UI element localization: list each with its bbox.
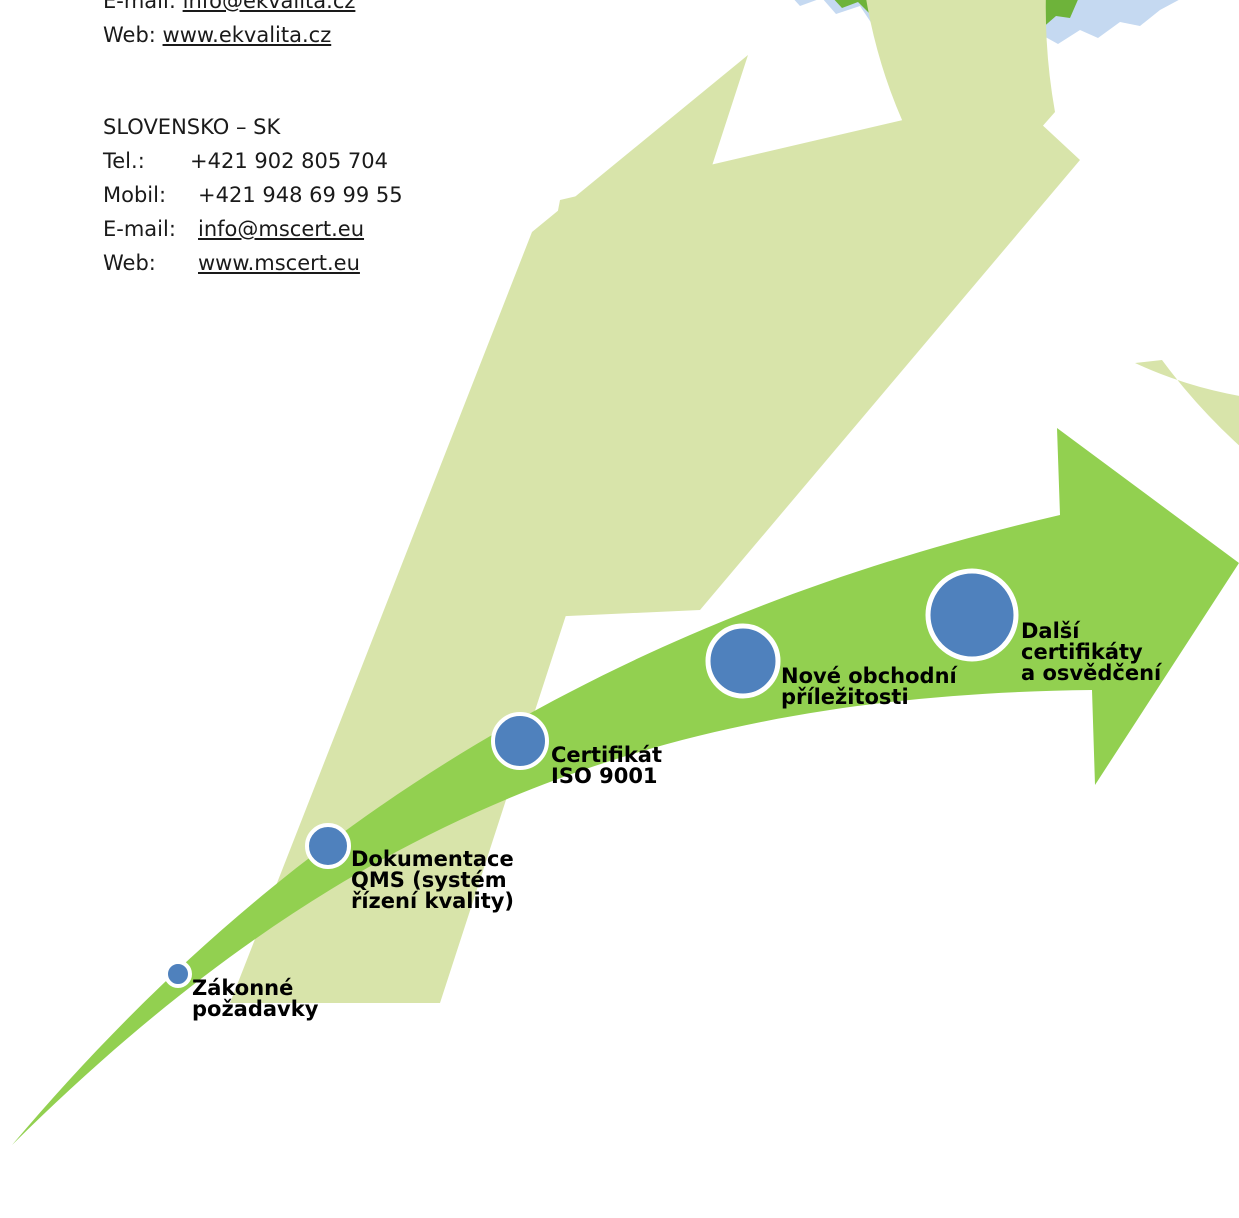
mobil-value: +421 948 69 99 55 (198, 183, 403, 207)
contact-block-cz: E-mail: info@ekvalita.cz Web: www.ekvali… (103, 0, 355, 52)
web-label: Web: (103, 251, 156, 275)
milestone-circle-1 (164, 960, 192, 988)
email-link-cz[interactable]: info@ekvalita.cz (182, 0, 356, 13)
contact-email-row: E-mail: info@mscert.eu (103, 212, 403, 246)
milestone-label-3: Certifikát ISO 9001 (551, 743, 662, 788)
email-label: E-mail: (103, 217, 176, 241)
web-label: Web: (103, 23, 156, 47)
milestone-circle-3 (491, 712, 549, 770)
milestone-circles (164, 568, 1019, 988)
contact-web-row: Web: www.mscert.eu (103, 246, 403, 280)
web-link-cz[interactable]: www.ekvalita.cz (162, 23, 332, 47)
email-label: E-mail: (103, 0, 176, 13)
contact-tel-row: Tel.: +421 902 805 704 (103, 144, 403, 178)
web-link-sk[interactable]: www.mscert.eu (198, 251, 360, 275)
milestone-label-4: Nové obchodní příležitosti (781, 664, 957, 709)
contact-mobil-row: Mobil: +421 948 69 99 55 (103, 178, 403, 212)
contact-email-row: E-mail: info@ekvalita.cz (103, 0, 355, 18)
milestone-label-2: Dokumentace QMS (systém řízení kvality) (351, 847, 515, 913)
contact-heading: SLOVENSKO – SK (103, 115, 281, 139)
tel-label: Tel.: (103, 149, 145, 173)
milestone-circle-4 (705, 623, 781, 699)
mobil-label: Mobil: (103, 183, 167, 207)
milestone-circle-5 (925, 568, 1019, 662)
milestone-label-1: Zákonné požadavky (192, 976, 319, 1021)
logo-diagonal-bar-upper (480, 95, 1080, 620)
milestone-circle-2 (305, 823, 351, 869)
email-link-sk[interactable]: info@mscert.eu (198, 217, 365, 241)
contact-web-row: Web: www.ekvalita.cz (103, 18, 355, 52)
milestone-label-5: Další certifikáty a osvědčení (1021, 619, 1162, 685)
contact-block-sk: SLOVENSKO – SK Tel.: +421 902 805 704 Mo… (103, 110, 403, 280)
tel-value: +421 902 805 704 (190, 149, 388, 173)
